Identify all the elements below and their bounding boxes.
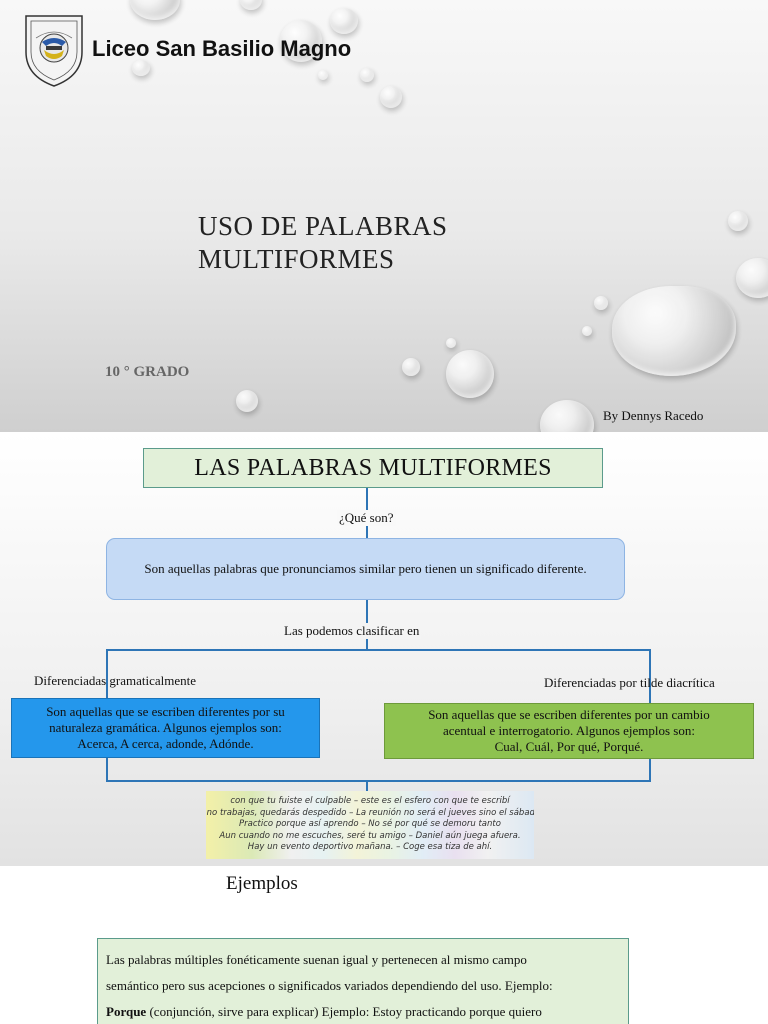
water-drop-decoration bbox=[446, 338, 456, 348]
text-line: semántico pero sus acepciones o signific… bbox=[106, 978, 553, 993]
handwritten-examples-image: con que tu fuiste el culpable – este es … bbox=[206, 791, 534, 859]
grammatical-definition-box: Son aquellas que se escriben diferentes … bbox=[11, 698, 320, 758]
examples-heading: Ejemplos bbox=[226, 873, 298, 894]
grade-label: 10 ° GRADO bbox=[105, 364, 190, 380]
box-line: naturaleza gramática. Algunos ejemplos s… bbox=[49, 720, 282, 735]
water-drop-decoration bbox=[130, 0, 180, 20]
water-drop-decoration bbox=[612, 286, 736, 376]
water-drop-decoration bbox=[736, 258, 768, 298]
water-drop-decoration bbox=[280, 20, 322, 62]
example-line: Practico porque así aprendo – No sé por … bbox=[239, 819, 501, 830]
water-drop-decoration bbox=[402, 358, 420, 376]
question-label: ¿Qué son? bbox=[337, 510, 396, 526]
example-line: si no trabajas, quedarás despedido – La … bbox=[206, 807, 534, 818]
school-shield-logo bbox=[25, 15, 83, 87]
title-slide: Liceo San Basilio Magno USO DE PALABRAS … bbox=[0, 0, 768, 432]
example-line: Hay un evento deportivo mañana. – Coge e… bbox=[247, 842, 493, 853]
bold-term: Porque bbox=[106, 1004, 147, 1019]
water-drop-decoration bbox=[540, 400, 594, 432]
slide-title-box: LAS PALABRAS MULTIFORMES bbox=[143, 448, 603, 488]
presentation-title: USO DE PALABRAS MULTIFORMES bbox=[198, 210, 448, 276]
box-line: acentual e interrogatorio. Algunos ejemp… bbox=[442, 723, 695, 738]
box-line: Acerca, A cerca, adonde, Adónde. bbox=[77, 736, 254, 751]
water-drop-decoration bbox=[360, 68, 374, 82]
examples-text-box: Las palabras múltiples fonéticamente sue… bbox=[97, 938, 629, 1024]
connector-line bbox=[366, 780, 368, 792]
classify-label: Las podemos clasificar en bbox=[282, 623, 422, 639]
water-drop-decoration bbox=[380, 86, 402, 108]
water-drop-decoration bbox=[446, 350, 494, 398]
connector-line bbox=[106, 649, 650, 651]
example-line: con que tu fuiste el culpable – este es … bbox=[230, 796, 510, 807]
water-drop-decoration bbox=[240, 0, 262, 10]
box-line: Son aquellas que se escriben diferentes … bbox=[428, 707, 710, 722]
example-line: Aun cuando no me escuches, seré tu amigo… bbox=[219, 830, 521, 841]
diacritic-category-label: Diferenciadas por tilde diacrítica bbox=[544, 675, 715, 690]
water-drop-decoration bbox=[582, 326, 592, 336]
definition-box: Son aquellas palabras que pronunciamos s… bbox=[106, 538, 625, 600]
box-line: Son aquellas que se escriben diferentes … bbox=[46, 704, 285, 719]
school-name: Liceo San Basilio Magno bbox=[92, 36, 352, 61]
connector-line bbox=[106, 780, 651, 782]
water-drop-decoration bbox=[318, 70, 328, 80]
text-line: Las palabras múltiples fonéticamente sue… bbox=[106, 952, 527, 967]
text-line: Porque (conjunción, sirve para explicar)… bbox=[106, 999, 620, 1024]
title-line: USO DE PALABRAS bbox=[198, 211, 448, 241]
concept-map-slide: LAS PALABRAS MULTIFORMES ¿Qué son? Son a… bbox=[0, 433, 768, 866]
water-drop-decoration bbox=[236, 390, 258, 412]
diacritic-definition-box: Son aquellas que se escriben diferentes … bbox=[384, 703, 754, 759]
examples-slide: Ejemplos Las palabras múltiples fonética… bbox=[0, 866, 768, 1024]
water-drop-decoration bbox=[594, 296, 608, 310]
water-drop-decoration bbox=[330, 8, 358, 34]
water-drop-decoration bbox=[132, 60, 150, 76]
text-span: (conjunción, sirve para explicar) Ejempl… bbox=[146, 1004, 542, 1019]
author-label: By Dennys Racedo bbox=[603, 408, 704, 423]
box-line: Cual, Cuál, Por qué, Porqué. bbox=[494, 739, 644, 754]
grammatical-category-label: Diferenciadas gramaticalmente bbox=[34, 673, 197, 688]
title-line: MULTIFORMES bbox=[198, 244, 395, 274]
water-drop-decoration bbox=[728, 211, 748, 231]
